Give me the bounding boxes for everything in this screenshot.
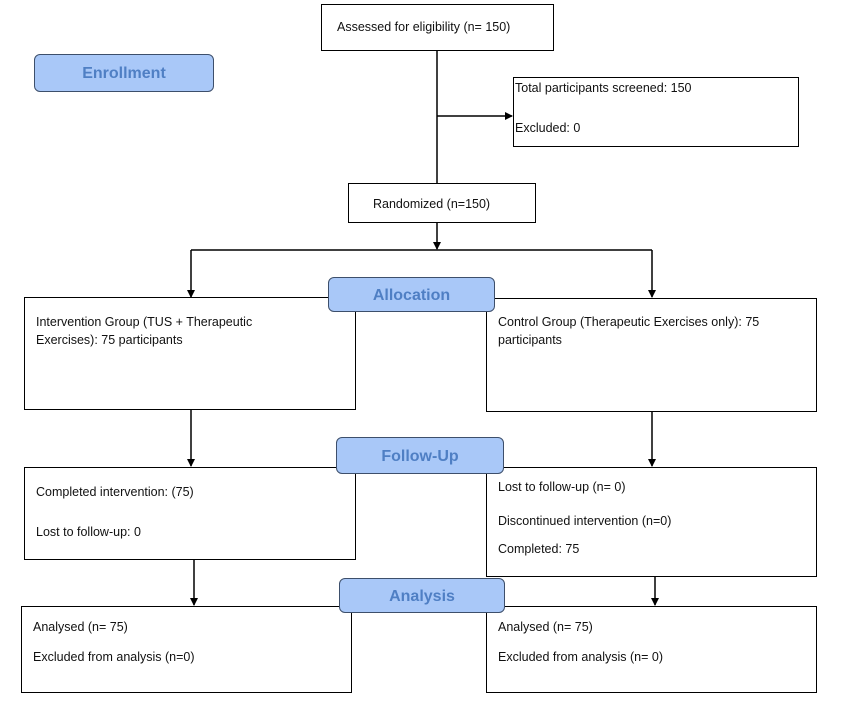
control-completed-text: Completed: 75 — [498, 542, 580, 556]
intervention-lost-text: Lost to follow-up: 0 — [36, 525, 141, 539]
assessed-text: Assessed for eligibility (n= 150) — [337, 20, 511, 34]
intervention-group-text: Intervention Group (TUS + Therapeutic Ex… — [36, 315, 253, 347]
intervention-excluded-analysis-text: Excluded from analysis (n=0) — [33, 650, 195, 664]
intervention-followup-box: Completed intervention: (75) Lost to fol… — [24, 467, 356, 560]
control-analysis-box: Analysed (n= 75) Excluded from analysis … — [486, 606, 817, 693]
control-excluded-analysis-text: Excluded from analysis (n= 0) — [498, 650, 664, 664]
control-analysed-text: Analysed (n= 75) — [498, 620, 593, 634]
enrollment-stage-label: Enrollment — [34, 54, 214, 92]
analysis-stage-label: Analysis — [339, 578, 505, 613]
control-discontinued-text: Discontinued intervention (n=0) — [498, 514, 672, 528]
intervention-analysed-text: Analysed (n= 75) — [33, 620, 128, 634]
control-followup-box: Lost to follow-up (n= 0) Discontinued in… — [486, 467, 817, 577]
control-lost-text: Lost to follow-up (n= 0) — [498, 480, 626, 494]
randomized-box: Randomized (n=150) — [348, 183, 536, 223]
allocation-stage-label: Allocation — [328, 277, 495, 312]
followup-stage-label: Follow-Up — [336, 437, 504, 474]
control-group-text: Control Group (Therapeutic Exercises onl… — [498, 315, 760, 347]
assessed-box: Assessed for eligibility (n= 150) — [321, 4, 554, 51]
control-group-box: Control Group (Therapeutic Exercises onl… — [486, 298, 817, 412]
excluded-text: Excluded: 0 — [515, 121, 581, 135]
intervention-completed-text: Completed intervention: (75) — [36, 485, 194, 499]
screened-text: Total participants screened: 150 — [515, 81, 692, 95]
intervention-analysis-box: Analysed (n= 75) Excluded from analysis … — [21, 606, 352, 693]
randomized-text: Randomized (n=150) — [373, 197, 491, 211]
excluded-box: Total participants screened: 150 Exclude… — [513, 77, 799, 147]
intervention-group-box: Intervention Group (TUS + Therapeutic Ex… — [24, 297, 356, 410]
